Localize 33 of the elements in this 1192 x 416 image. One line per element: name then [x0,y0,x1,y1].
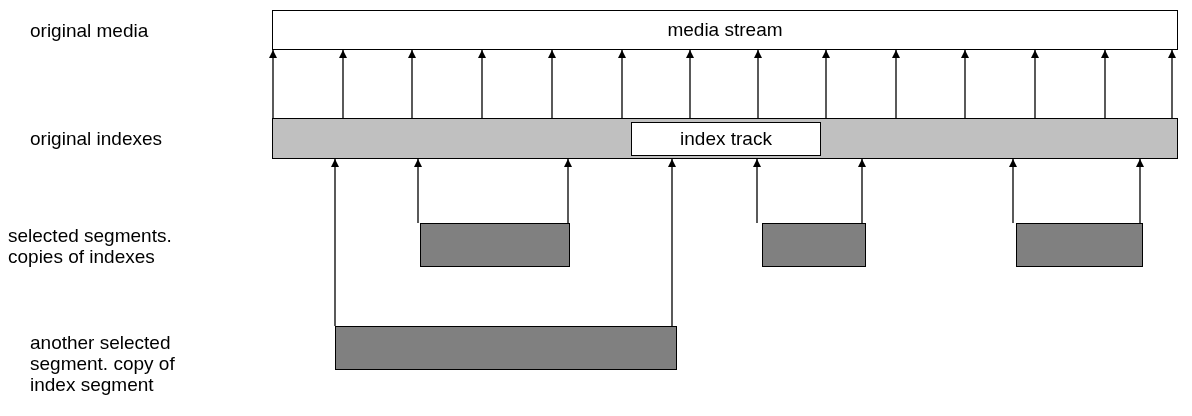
arrow [478,49,486,119]
segment-bar [762,223,866,267]
arrow [331,158,339,327]
arrow [1101,49,1109,119]
arrow [858,158,866,224]
row-label: another selected segment. copy of index segment [30,332,176,395]
arrow [668,158,676,327]
arrow [1009,158,1017,224]
row-label: original indexes [30,128,164,149]
row-label: original media [30,20,150,41]
segment-bar [1016,223,1143,267]
arrow [618,49,626,119]
index-track-band [272,118,1178,159]
arrow [754,49,762,119]
arrow [753,158,761,224]
arrow [339,49,347,119]
arrow [822,49,830,119]
arrow [961,49,969,119]
arrow [414,158,422,224]
arrow [892,49,900,119]
segment-bar [335,326,677,370]
arrow [408,49,416,119]
row-label: selected segments. copies of indexes [8,225,173,267]
media-stream-box: media stream [272,10,1178,50]
arrow [1168,49,1176,119]
arrow [269,49,277,119]
arrow [548,49,556,119]
arrow [564,158,572,224]
arrow [1136,158,1144,224]
arrow [686,49,694,119]
index-track-box: index track [631,122,821,156]
arrow [1031,49,1039,119]
segment-bar [420,223,570,267]
